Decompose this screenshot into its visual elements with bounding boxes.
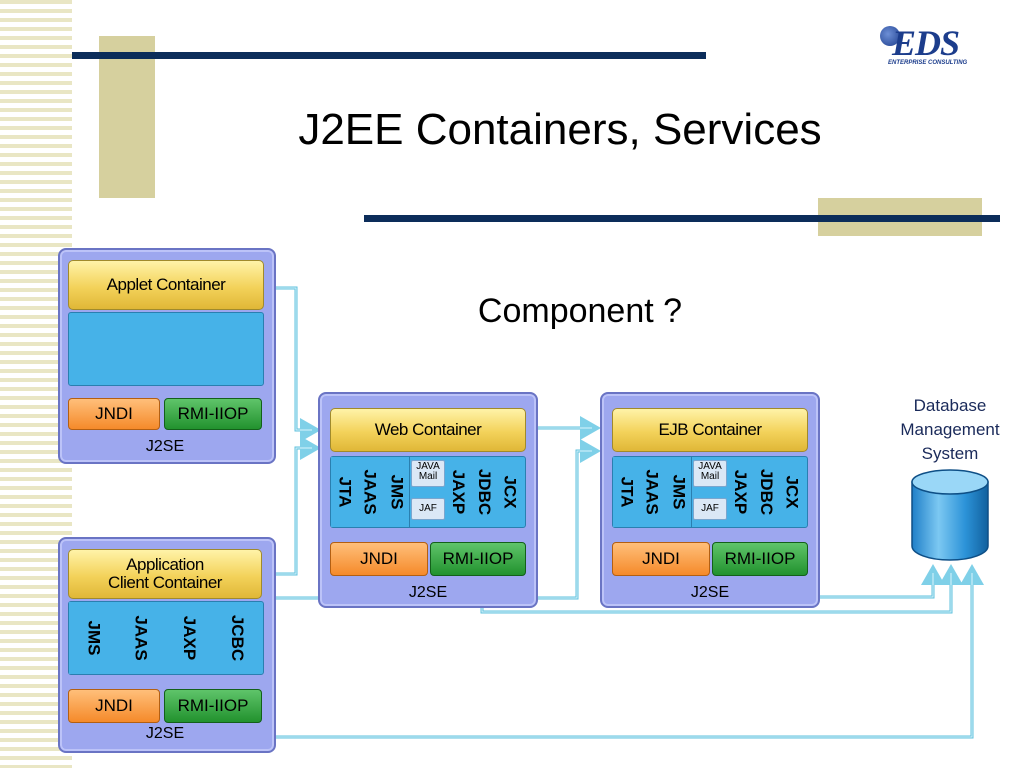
ejb-jaf: JAF (693, 498, 727, 520)
applet-j2se-label: J2SE (145, 438, 185, 455)
database-label-line2: Management (900, 420, 1000, 439)
tan-block-top (99, 36, 155, 198)
ejb-javamail: JAVA Mail (693, 460, 727, 487)
database-label-line1: Database (913, 396, 987, 415)
applet-jndi: JNDI (68, 398, 160, 430)
database-label-line3: System (921, 444, 979, 463)
applet-content-area (68, 312, 264, 386)
appclient-container-panel: Application Client Container JMS JAAS JA… (58, 537, 276, 753)
web-jaf: JAF (411, 498, 445, 520)
logo-text: EDS (892, 23, 960, 63)
web-javamail: JAVA Mail (411, 460, 445, 487)
navy-line-top (72, 52, 706, 59)
globe-icon (880, 26, 900, 46)
ejb-jndi: JNDI (612, 542, 710, 576)
ejb-container-panel: EJB Container JTA JAAS JMS JAVA Mail JAF… (600, 392, 820, 608)
ejb-service-jdbc: JDBC (753, 457, 780, 527)
applet-container-panel: Applet Container JNDI RMI-IIOP J2SE (58, 248, 276, 464)
navy-line-bottom (364, 215, 1000, 222)
appclient-service-jaas: JAAS (117, 602, 166, 674)
appclient-container-header: Application Client Container (68, 549, 262, 599)
web-service-jms: JMS (383, 457, 410, 527)
ejb-j2se-label: J2SE (690, 584, 730, 601)
appclient-header-line1: Application (126, 555, 204, 574)
appclient-jndi: JNDI (68, 689, 160, 723)
ejb-rmi-iiop: RMI-IIOP (712, 542, 808, 576)
ejb-service-jms: JMS (665, 457, 692, 527)
slide-subtitle: Component ? (477, 292, 683, 330)
web-jndi: JNDI (330, 542, 428, 576)
web-container-panel: Web Container JTA JAAS JMS JAVA Mail JAF… (318, 392, 538, 608)
logo-tagline: ENTERPRISE CONSULTING (888, 60, 968, 66)
slide-title: J2EE Containers, Services (298, 105, 822, 154)
appclient-j2se-label: J2SE (145, 725, 185, 742)
applet-container-header: Applet Container (68, 260, 264, 310)
web-service-jaas: JAAS (357, 457, 384, 527)
appclient-rmi-iiop: RMI-IIOP (164, 689, 262, 723)
ejb-service-jcx: JCX (779, 457, 805, 527)
eds-logo: EDS ENTERPRISE CONSULTING (878, 20, 988, 68)
ejb-service-jaas: JAAS (639, 457, 666, 527)
web-service-jta: JTA (331, 457, 358, 527)
appclient-service-jcbc: JCBC (213, 602, 261, 674)
appclient-service-jaxp: JAXP (165, 602, 214, 674)
web-service-jdbc: JDBC (471, 457, 498, 527)
ejb-service-jta: JTA (613, 457, 640, 527)
database-label: Database Management System (880, 394, 1020, 466)
ejb-service-jaxp: JAXP (727, 457, 754, 527)
web-service-jcx: JCX (497, 457, 523, 527)
database-cylinder-icon (911, 469, 989, 561)
applet-rmi-iiop: RMI-IIOP (164, 398, 262, 430)
web-rmi-iiop: RMI-IIOP (430, 542, 526, 576)
ejb-container-header: EJB Container (612, 408, 808, 452)
appclient-service-jms: JMS (69, 602, 118, 674)
web-j2se-label: J2SE (408, 584, 448, 601)
web-service-jaxp: JAXP (445, 457, 472, 527)
appclient-header-line2: Client Container (108, 573, 222, 592)
web-container-header: Web Container (330, 408, 526, 452)
